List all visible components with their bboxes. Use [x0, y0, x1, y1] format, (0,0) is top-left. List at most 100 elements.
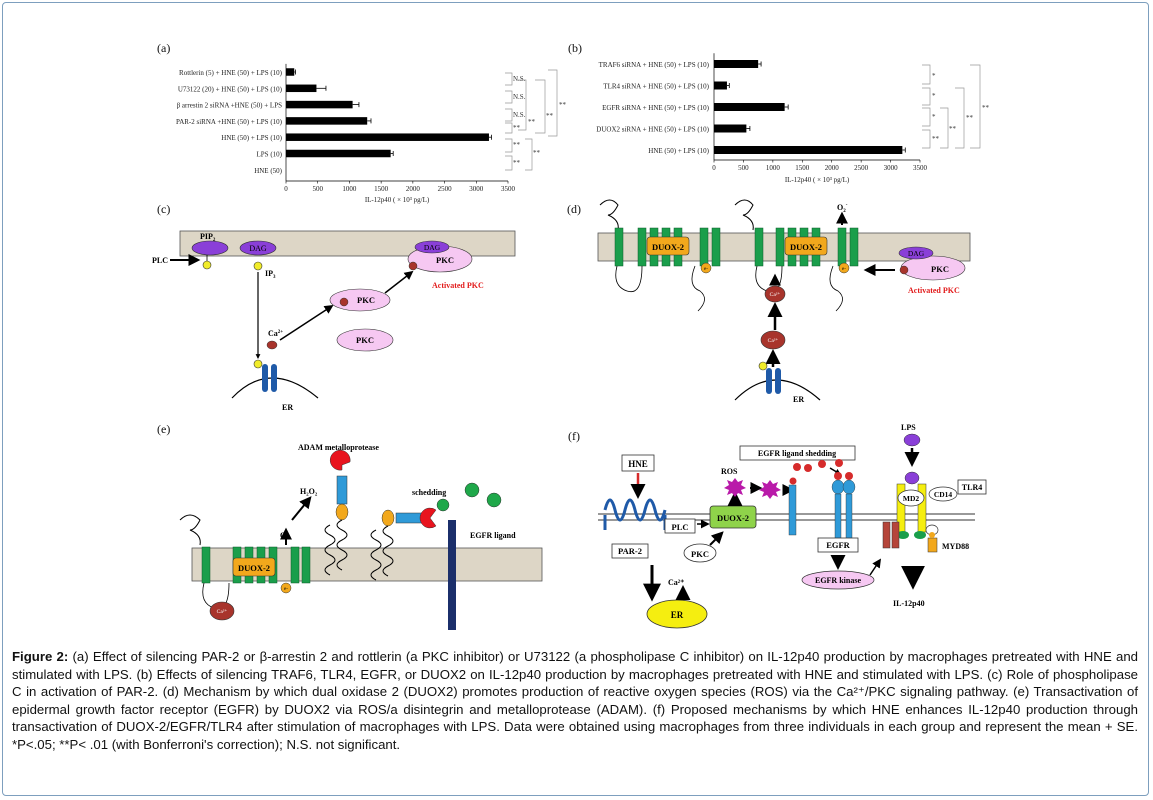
adam-shedding: schedding [370, 488, 450, 581]
par2-label: PAR-2 [618, 546, 642, 556]
h2o2-label: H₂O₂ [300, 487, 318, 496]
phosphate-icon [202, 260, 212, 270]
category-label: HNE (50) [254, 167, 282, 175]
plc-label: PLC [672, 522, 689, 532]
panel-label-d: (d) [567, 202, 581, 216]
egfr-kinase-label: EGFR kinase [815, 576, 861, 585]
myd88-label: MYD88 [942, 542, 969, 551]
panel-b-xlabel: IL-12p40 ( × 10³ pg/L) [785, 176, 850, 184]
ip3-icon [253, 261, 263, 271]
ip3-receptor-channel [262, 364, 268, 392]
bar [286, 117, 368, 125]
extracellular-loop [599, 199, 619, 231]
il12-label: IL-12p40 [893, 599, 925, 608]
o2-label: O2- [837, 203, 848, 214]
x-tick-label: 1500 [795, 164, 810, 172]
category-label: HNE (50) + LPS (10) [221, 134, 282, 142]
egfr-shedding-box [739, 445, 856, 461]
sig-label: * [932, 72, 936, 80]
panel-a-chart: (a) Rottlerin (5) + HNE (50) + LPS (10)U… [157, 41, 567, 204]
sig-label: N.S. [513, 75, 526, 83]
panel-b-significance: * * * ** ** ** ** [922, 64, 990, 149]
egfr-shedding-label: EGFR ligand shedding [758, 449, 836, 458]
x-tick-label: 2000 [825, 164, 840, 172]
bar [286, 84, 317, 93]
electron-label: e- [704, 267, 708, 272]
sig-label: ** [559, 101, 567, 109]
sig-label: ** [546, 112, 554, 120]
duox2-label: DUOX-2 [717, 513, 749, 523]
panel-b-chart: (b) TRAF6 siRNA + HNE (50) + LPS (10) TLR… [568, 41, 990, 184]
figure-caption: Figure 2: (a) Effect of silencing PAR-2 … [12, 648, 1138, 753]
md2-label: MD2 [903, 494, 919, 503]
panel-f-diagram: (f) HNE PAR-2 ER Ca²⁺ PLC PKC DUOX-2 ROS [568, 423, 987, 629]
caption-text: (a) Effect of silencing PAR-2 or β-arres… [12, 649, 1138, 752]
caption-label: Figure 2: [12, 649, 69, 664]
bar [286, 100, 353, 109]
sig-label: * [932, 113, 936, 121]
sig-label: ** [513, 124, 521, 132]
x-tick-label: 1500 [374, 185, 389, 193]
egfr-ligand-icon [486, 492, 502, 508]
sig-label: N.S. [513, 111, 526, 119]
x-tick-label: 1000 [342, 185, 357, 193]
dag-molecule [239, 240, 277, 256]
dag-bound [414, 240, 450, 254]
panel-label-f: (f) [568, 429, 580, 443]
sig-label: ** [513, 141, 521, 149]
x-tick-label: 1000 [766, 164, 781, 172]
egfr-receptor [448, 520, 456, 630]
duox2-label: DUOX-2 [238, 563, 270, 573]
category-label: TLR4 siRNA + HNE (50) + LPS (10) [603, 83, 709, 91]
er-label: ER [282, 403, 293, 412]
x-tick-label: 500 [312, 185, 323, 193]
x-tick-label: 3500 [913, 164, 928, 172]
activated-pkc-label: Activated PKC [908, 286, 960, 295]
pkc-inactive [336, 328, 394, 352]
myd88-molecule [927, 537, 938, 553]
ip3-label: IP3 [265, 269, 276, 280]
ca-label: Ca2+ [268, 329, 283, 338]
er-organelle [646, 599, 708, 629]
bar [714, 124, 747, 133]
pkc-label: PKC [436, 255, 454, 265]
panel-label-b: (b) [568, 41, 582, 55]
category-label: LPS (10) [257, 151, 283, 159]
sig-label: ** [966, 114, 974, 122]
category-label: TRAF6 siRNA + HNE (50) + LPS (10) [599, 61, 710, 69]
sig-label: ** [932, 135, 940, 143]
adam-protein [788, 484, 797, 536]
o2-label: O₂ [280, 531, 289, 540]
sig-label: * [932, 92, 936, 100]
x-tick-label: 500 [738, 164, 749, 172]
calcium-arrow [279, 305, 334, 341]
hne-label: HNE [628, 459, 648, 469]
bar [714, 81, 727, 90]
hne-box [621, 454, 655, 472]
egfr-ligand-label: EGFR ligand [470, 531, 516, 540]
calcium-ion [209, 601, 235, 621]
ca-label: Ca²⁺ [768, 337, 779, 344]
sig-label: ** [982, 104, 990, 112]
panel-a-significance: N.S. N.S. N.S. ** ** ** ** ** ** ** [505, 69, 567, 171]
lps-label: LPS [901, 423, 916, 432]
electron-label: e- [842, 267, 846, 272]
bar [714, 146, 903, 154]
x-tick-label: 0 [712, 164, 716, 172]
pkc-label: PKC [931, 264, 949, 274]
bar [286, 68, 295, 76]
h2o2-arrow [291, 496, 312, 521]
adam-label: ADAM metalloprotease [298, 443, 379, 452]
bar [714, 60, 759, 68]
x-tick-label: 3000 [884, 164, 899, 172]
x-tick-label: 0 [284, 185, 288, 193]
egfr-ligand-dot [789, 477, 797, 485]
tlr4-complex: MD2 CD14 TLR4 [882, 471, 987, 549]
category-label: U73122 (20) + HNE (50) + LPS (10) [178, 85, 283, 93]
pkc-node [683, 543, 717, 563]
tlr4-label: TLR4 [962, 483, 982, 492]
category-label: HNE (50) + LPS (10) [648, 147, 709, 155]
panel-label-c: (c) [157, 202, 170, 216]
egfr-kinase [801, 570, 875, 590]
